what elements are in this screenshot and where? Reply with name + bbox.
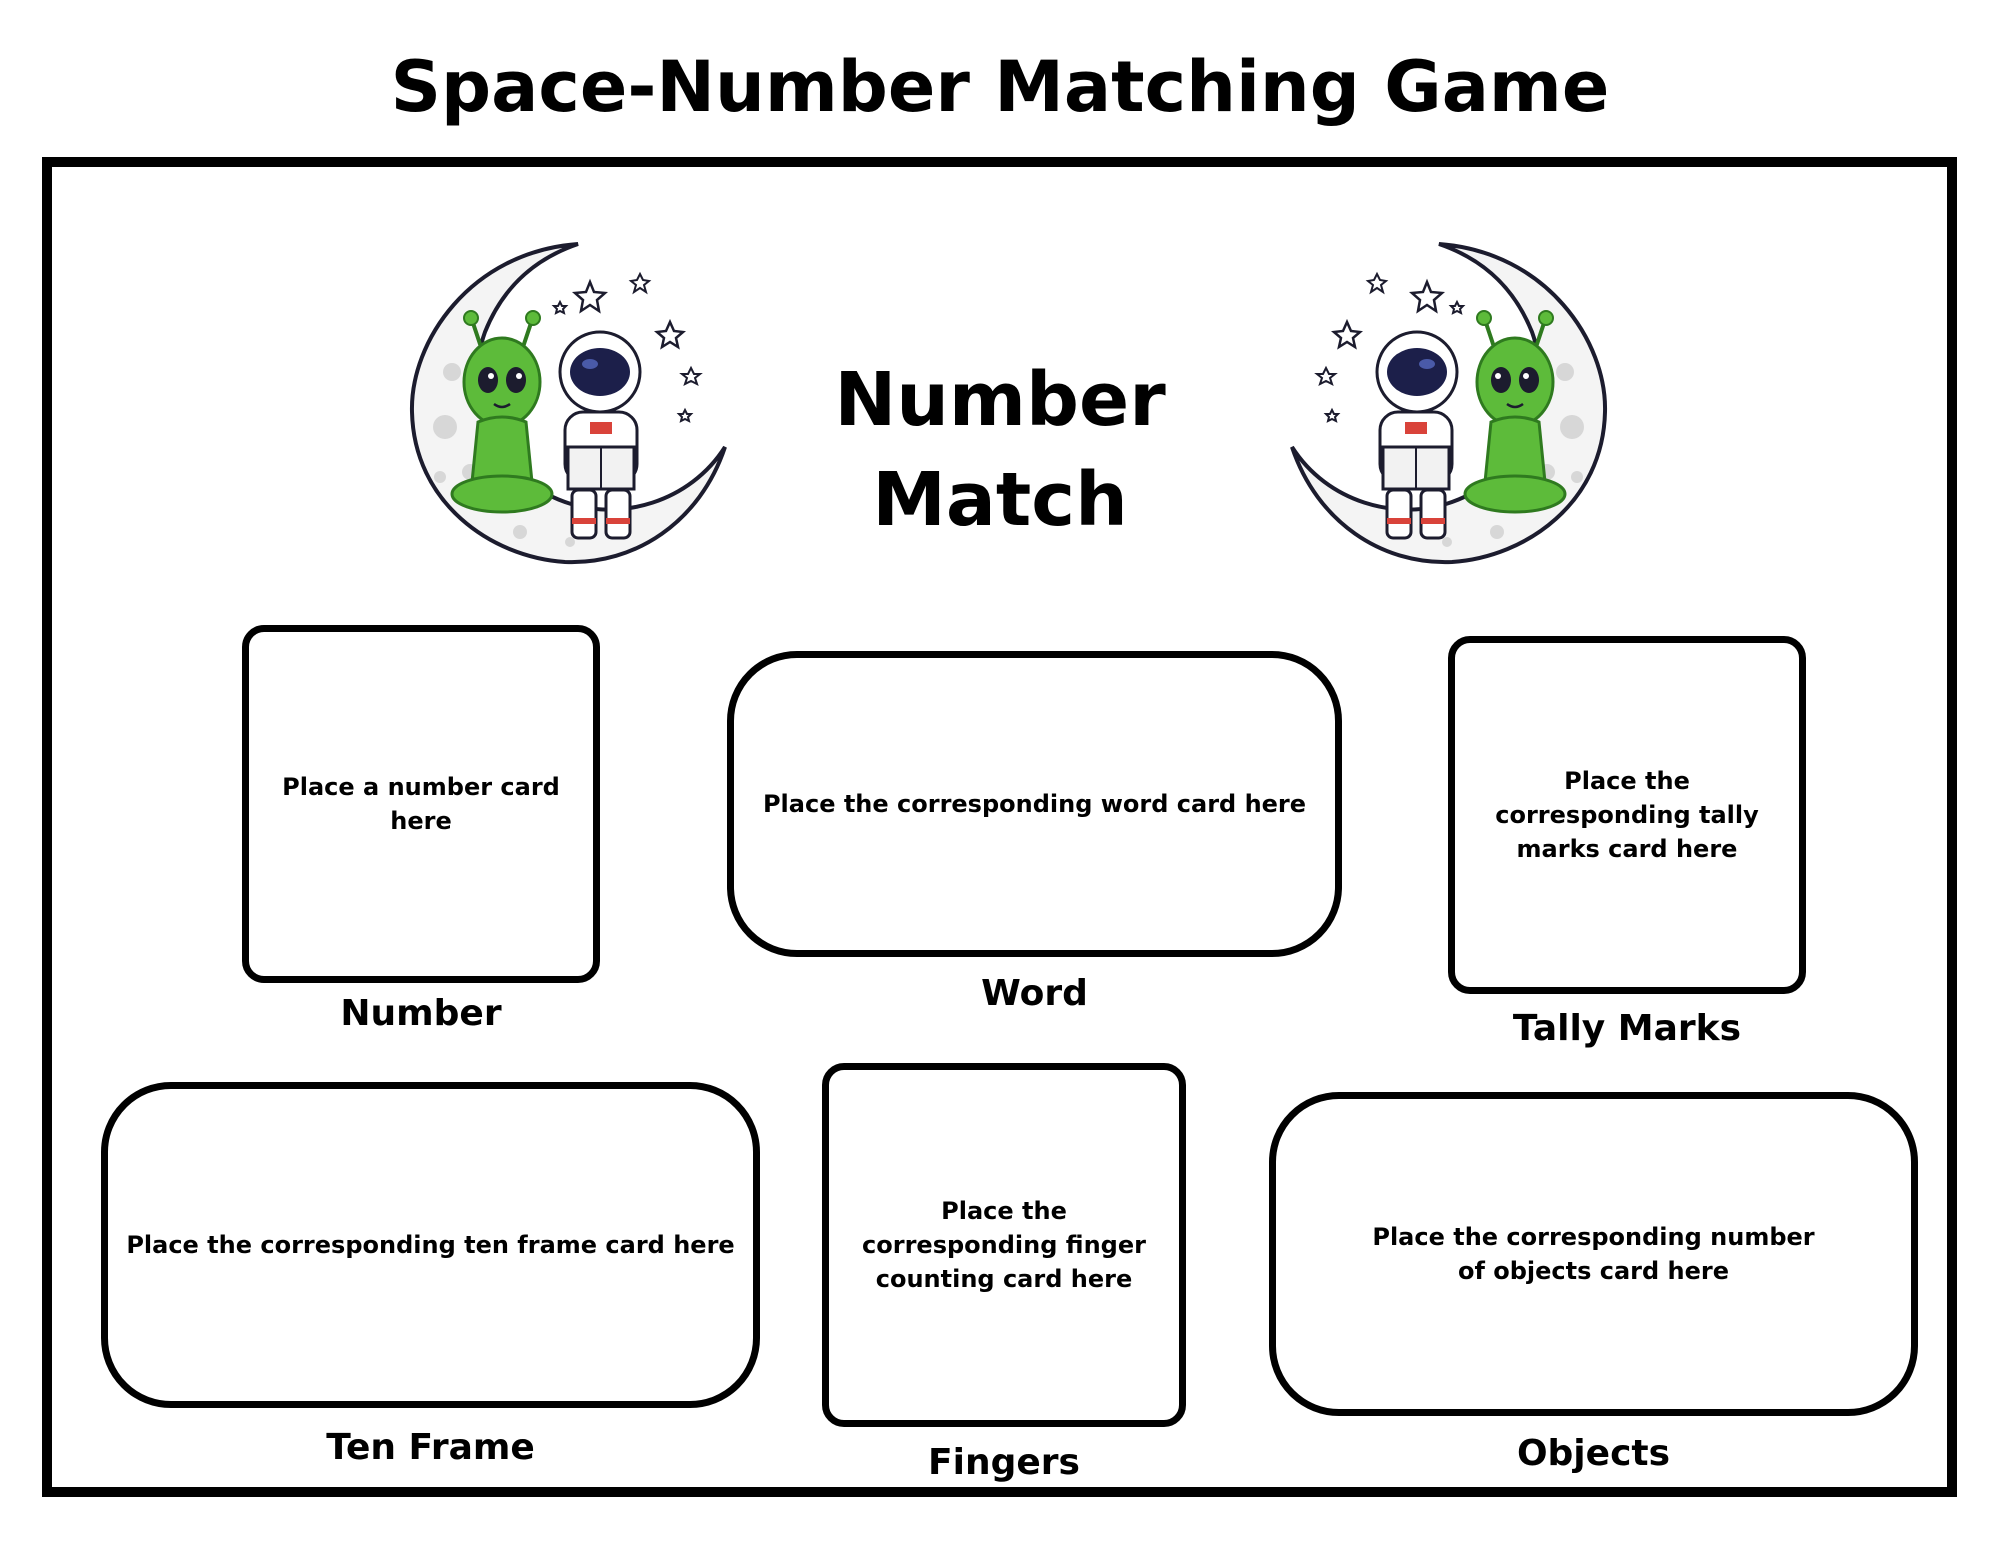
ten-frame-slot-hint: Place the corresponding ten frame card h… — [126, 1231, 735, 1259]
ten-frame-card-slot[interactable]: Place the corresponding ten frame card h… — [101, 1082, 760, 1408]
tally-slot-hint: Place the corresponding tally marks card… — [1495, 767, 1759, 863]
fingers-card-slot[interactable]: Place the corresponding finger counting … — [822, 1063, 1186, 1427]
moon-astronaut-alien-right-icon — [1287, 232, 1617, 567]
word-card-slot[interactable]: Place the corresponding word card here — [727, 651, 1342, 957]
ten-frame-slot-label: Ten Frame — [326, 1427, 535, 1468]
word-slot-label: Word — [981, 973, 1088, 1014]
objects-slot-label: Objects — [1516, 1433, 1671, 1474]
number-card-slot[interactable]: Place a number card here — [242, 625, 600, 983]
objects-slot-hint: Place the corresponding number of object… — [1372, 1223, 1815, 1285]
fingers-slot-label: Fingers — [928, 1442, 1080, 1483]
objects-card-slot[interactable]: Place the corresponding number of object… — [1269, 1092, 1918, 1416]
tally-marks-card-slot[interactable]: Place the corresponding tally marks card… — [1448, 636, 1806, 994]
moon-alien-astronaut-left-icon — [400, 232, 730, 567]
tally-slot-label: Tally Marks — [1512, 1008, 1742, 1049]
number-slot-hint: Place a number card here — [282, 773, 560, 835]
fingers-slot-hint: Place the corresponding finger counting … — [862, 1197, 1146, 1293]
word-slot-hint: Place the corresponding word card here — [762, 790, 1307, 818]
game-board — [42, 157, 1957, 1497]
number-slot-label: Number — [340, 993, 502, 1034]
page-title: Space-Number Matching Game — [390, 46, 1610, 128]
board-title: Number Match — [834, 357, 1166, 543]
